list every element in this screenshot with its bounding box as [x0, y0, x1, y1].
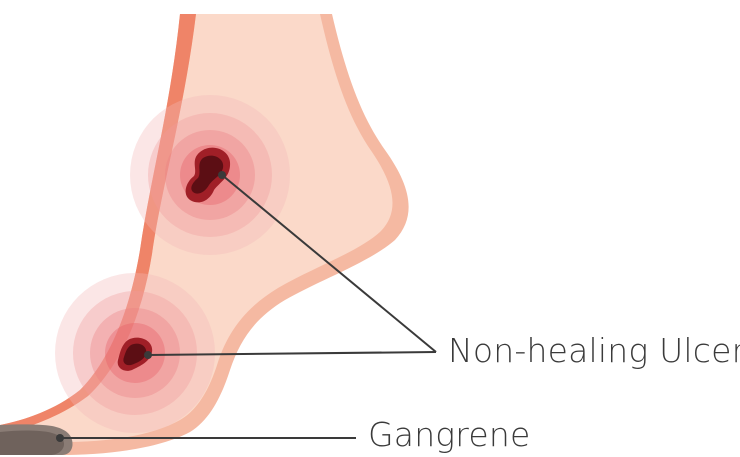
gangrene-label: Gangrene [368, 418, 530, 451]
ulcer-label: Non-healing Ulcer [448, 334, 740, 367]
